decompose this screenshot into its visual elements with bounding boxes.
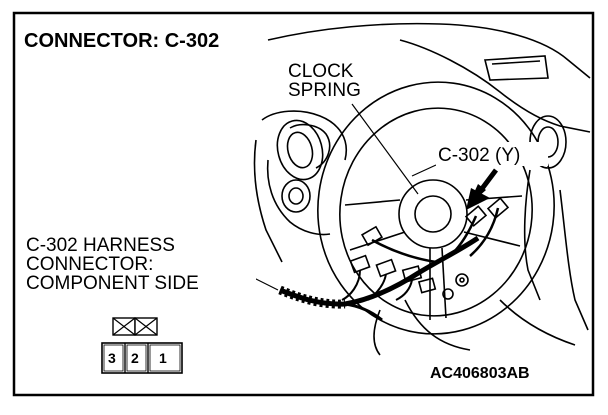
diagram-border (12, 11, 595, 397)
cross-mark-icon (112, 317, 158, 336)
connector-tag-label: C-302 (Y) (438, 145, 520, 166)
pin-cell (103, 344, 124, 372)
pin-row-housing (101, 342, 183, 374)
diagram-title: CONNECTOR: C-302 (24, 30, 219, 52)
clock-spring-leader-line (351, 103, 419, 195)
pin-cell (149, 344, 181, 372)
pin-number: 3 (108, 350, 116, 366)
c302-leader-line (411, 164, 437, 177)
pointer-arrow-icon (466, 168, 498, 210)
clock-spring-label-line1: CLOCK (288, 61, 354, 82)
title-backdrop (22, 26, 267, 52)
pin-cell (126, 344, 147, 372)
steering-wheel-illustration (253, 22, 591, 356)
harness-label-line3: COMPONENT SIDE (26, 273, 199, 294)
clock-spring-backdrop (286, 60, 376, 100)
leader-lines (247, 103, 437, 291)
figure-code: AC406803AB (430, 365, 530, 382)
harness-label-backdrop (24, 234, 256, 296)
connector-pin-schematic: 3 2 1 (101, 317, 183, 374)
clock-spring-label-line2: SPRING (288, 80, 361, 101)
harness-label-line2: CONNECTOR: (26, 254, 153, 275)
pin-number: 2 (131, 350, 139, 366)
connector-tag-backdrop (436, 142, 548, 166)
pin-number: 1 (159, 350, 167, 366)
harness-label-line1: C-302 HARNESS (26, 235, 175, 256)
